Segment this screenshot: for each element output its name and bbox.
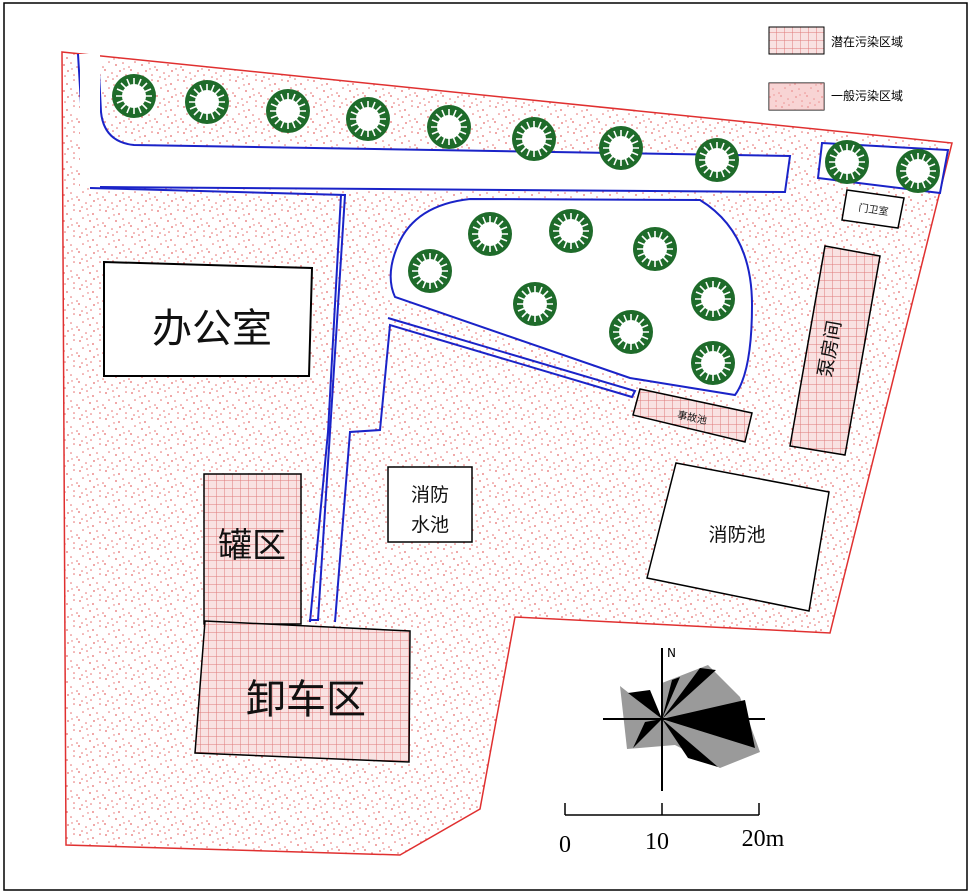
scale-tick-10: 10 <box>645 829 669 855</box>
tank-area <box>203 473 302 625</box>
fire-pool <box>646 462 830 612</box>
unloading-area-label: 卸车区 <box>246 677 366 723</box>
legend-potential-label: 潜在污染区域 <box>831 34 903 49</box>
tank-area-label: 罐区 <box>218 526 286 566</box>
fire-water-pool-label-line2: 水池 <box>411 514 449 536</box>
legend: 潜在污染区域 一般污染区域 <box>768 26 903 111</box>
office-building <box>103 260 314 377</box>
fire-water-pool-label-line1: 消防 <box>411 484 449 506</box>
office-label: 办公室 <box>152 306 272 352</box>
scale-bar: 0 10 20m <box>559 803 785 858</box>
compass-north-label: N <box>667 646 676 660</box>
legend-potential-swatch <box>768 26 825 55</box>
top-right-house <box>841 189 905 229</box>
pipe-room-building <box>789 245 881 456</box>
wind-rose: N <box>603 646 765 791</box>
fire-water-pool <box>387 466 473 543</box>
scale-tick-20m: 20m <box>742 826 785 852</box>
green-path <box>89 187 637 623</box>
unloading-area <box>194 620 411 763</box>
top-right-house-label: 门卫室 <box>858 201 890 218</box>
fire-pool-label: 消防池 <box>708 524 765 546</box>
scale-tick-0: 0 <box>559 832 571 858</box>
small-grid-building <box>632 388 753 443</box>
legend-general-label: 一般污染区域 <box>831 88 903 103</box>
